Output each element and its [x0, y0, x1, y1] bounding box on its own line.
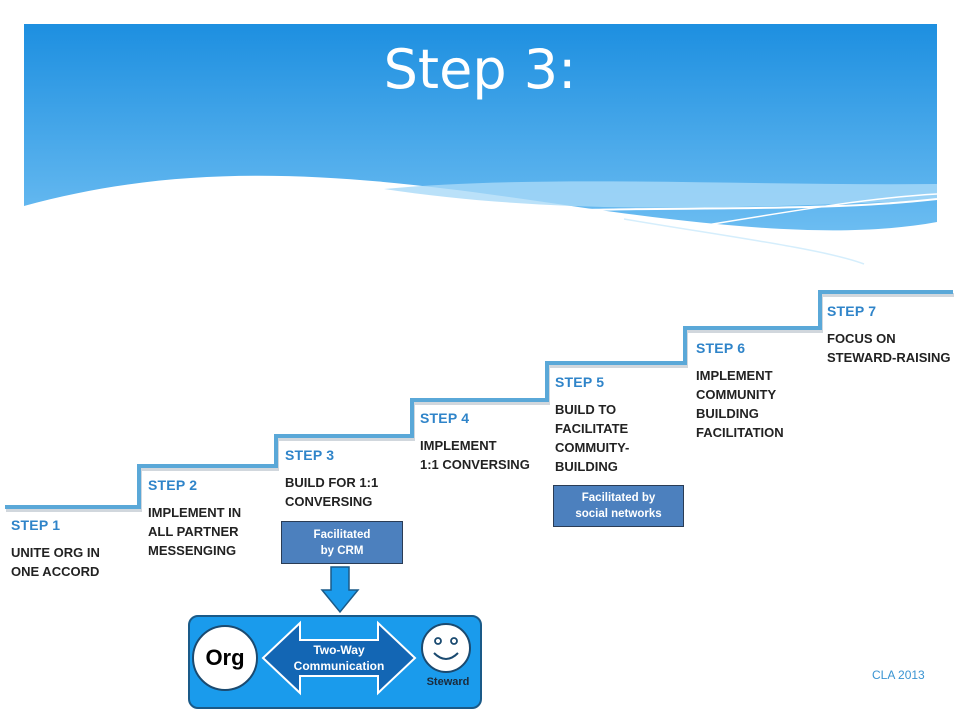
steward-label: Steward: [426, 676, 470, 688]
step-6: STEP 6 IMPLEMENT COMMUNITY BUILDING FACI…: [696, 339, 784, 442]
credit-text: CLA 2013: [872, 668, 925, 682]
comm-label-line: Two-Way: [313, 643, 365, 657]
step-2-line: MESSENGING: [148, 543, 237, 558]
step-3-heading: STEP 3: [285, 447, 335, 463]
step-2-heading: STEP 2: [148, 477, 198, 493]
staircase-line: [5, 290, 953, 509]
org-label: Org: [205, 645, 245, 670]
step-7-heading: STEP 7: [827, 303, 877, 319]
staircase-line-shadow: [6, 293, 954, 512]
crm-facilitator-box: Facilitated by CRM: [281, 521, 403, 564]
step-6-line: BUILDING: [696, 406, 759, 421]
step-1-heading: STEP 1: [11, 517, 61, 533]
step-6-heading: STEP 6: [696, 340, 746, 356]
step-1: STEP 1 UNITE ORG IN ONE ACCORD: [11, 516, 100, 581]
step-4: STEP 4 IMPLEMENT 1:1 CONVERSING: [420, 409, 530, 474]
step-4-heading: STEP 4: [420, 410, 470, 426]
smiley-face-icon: [421, 623, 471, 673]
step-4-line: IMPLEMENT: [420, 438, 497, 453]
step-7: STEP 7 FOCUS ON STEWARD-RAISING: [827, 302, 951, 367]
step-3: STEP 3 BUILD FOR 1:1 CONVERSING: [285, 446, 378, 511]
step-4-line: 1:1 CONVERSING: [420, 457, 530, 472]
step-7-line: STEWARD-RAISING: [827, 350, 951, 365]
step-2: STEP 2 IMPLEMENT IN ALL PARTNER MESSENGI…: [148, 476, 241, 560]
org-circle: Org: [192, 625, 258, 691]
step-2-line: IMPLEMENT IN: [148, 505, 242, 520]
crm-facilitator-line: by CRM: [320, 544, 364, 557]
social-facilitator-line: social networks: [575, 508, 662, 520]
comm-label-line: Communication: [293, 659, 385, 673]
step-1-line: UNITE ORG IN: [11, 545, 100, 560]
step-2-line: ALL PARTNER: [148, 524, 239, 539]
crm-facilitator-line: Facilitated: [313, 528, 371, 541]
step-5-line: BUILD TO: [555, 402, 617, 417]
down-arrow-icon: [320, 566, 360, 614]
social-facilitator-line: Facilitated by: [581, 492, 656, 504]
social-networks-facilitator-box: Facilitated by social networks: [553, 485, 684, 527]
step-5-line: BUILDING: [555, 459, 618, 474]
two-way-arrow-icon: [261, 620, 417, 696]
two-way-communication-label: Two-Way Communication: [282, 642, 396, 674]
step-3-line: BUILD FOR 1:1: [285, 475, 379, 490]
step-5-line: FACILITATE: [555, 421, 629, 436]
step-5-heading: STEP 5: [555, 374, 605, 390]
step-7-line: FOCUS ON: [827, 331, 896, 346]
step-1-line: ONE ACCORD: [11, 564, 100, 579]
header-banner: [24, 24, 937, 274]
step-6-line: FACILITATION: [696, 425, 784, 440]
step-5: STEP 5 BUILD TO FACILITATE COMMUITY- BUI…: [555, 373, 629, 476]
step-6-line: IMPLEMENT: [696, 368, 773, 383]
step-3-line: CONVERSING: [285, 494, 373, 509]
page-title: Step 3:: [383, 38, 577, 101]
step-6-line: COMMUNITY: [696, 387, 777, 402]
step-5-line: COMMUITY-: [555, 440, 630, 455]
